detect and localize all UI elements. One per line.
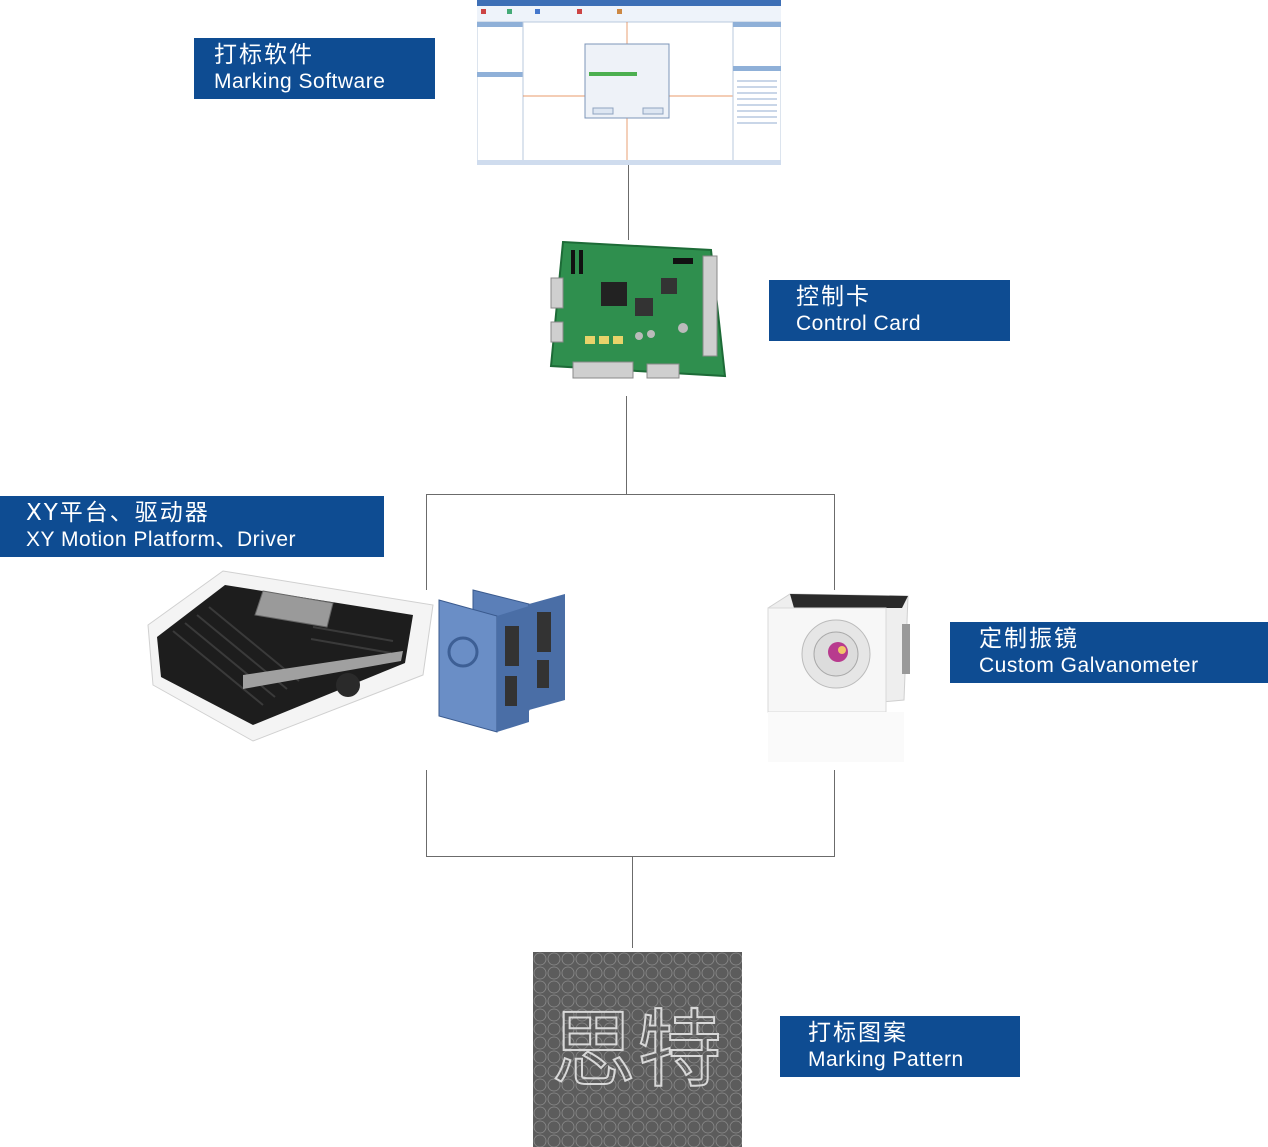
label-en: Marking Pattern (808, 1048, 964, 1071)
connector-left-top (426, 494, 427, 590)
control-card-image (549, 240, 727, 379)
connector-to-pattern (632, 856, 633, 948)
label-galvanometer: 定制振镜 Custom Galvanometer (950, 622, 1268, 683)
pattern-sample-text: 思特 (550, 1000, 724, 1100)
label-en: XY Motion Platform、Driver (26, 528, 297, 551)
connector-card-branch (626, 396, 627, 494)
label-control-card: 控制卡 Control Card (769, 280, 1010, 341)
label-en: Custom Galvanometer (979, 654, 1199, 677)
connector-bottom-bar (426, 856, 835, 857)
label-en: Control Card (796, 312, 922, 335)
label-zh: 打标软件 (214, 42, 314, 68)
connector-right-bottom (834, 770, 835, 856)
label-zh: XY平台、驱动器 (26, 500, 210, 526)
connector-right-top (834, 494, 835, 590)
xy-platform-image (147, 570, 434, 742)
label-zh: 定制振镜 (979, 626, 1079, 652)
drivers-image (438, 589, 565, 733)
label-marking-software: 打标软件 Marking Software (194, 38, 435, 99)
connector-left-bottom (426, 770, 427, 856)
connector-top-bar (426, 494, 835, 495)
label-zh: 控制卡 (796, 284, 871, 310)
galvanometer-image (767, 593, 910, 762)
marking-pattern-image (533, 952, 742, 1147)
software-screenshot-image (477, 0, 781, 165)
connector-software-card (628, 164, 629, 240)
label-xy-platform: XY平台、驱动器 XY Motion Platform、Driver (0, 496, 384, 557)
label-marking-pattern: 打标图案 Marking Pattern (780, 1016, 1020, 1077)
label-zh: 打标图案 (808, 1020, 908, 1046)
label-en: Marking Software (214, 70, 386, 93)
